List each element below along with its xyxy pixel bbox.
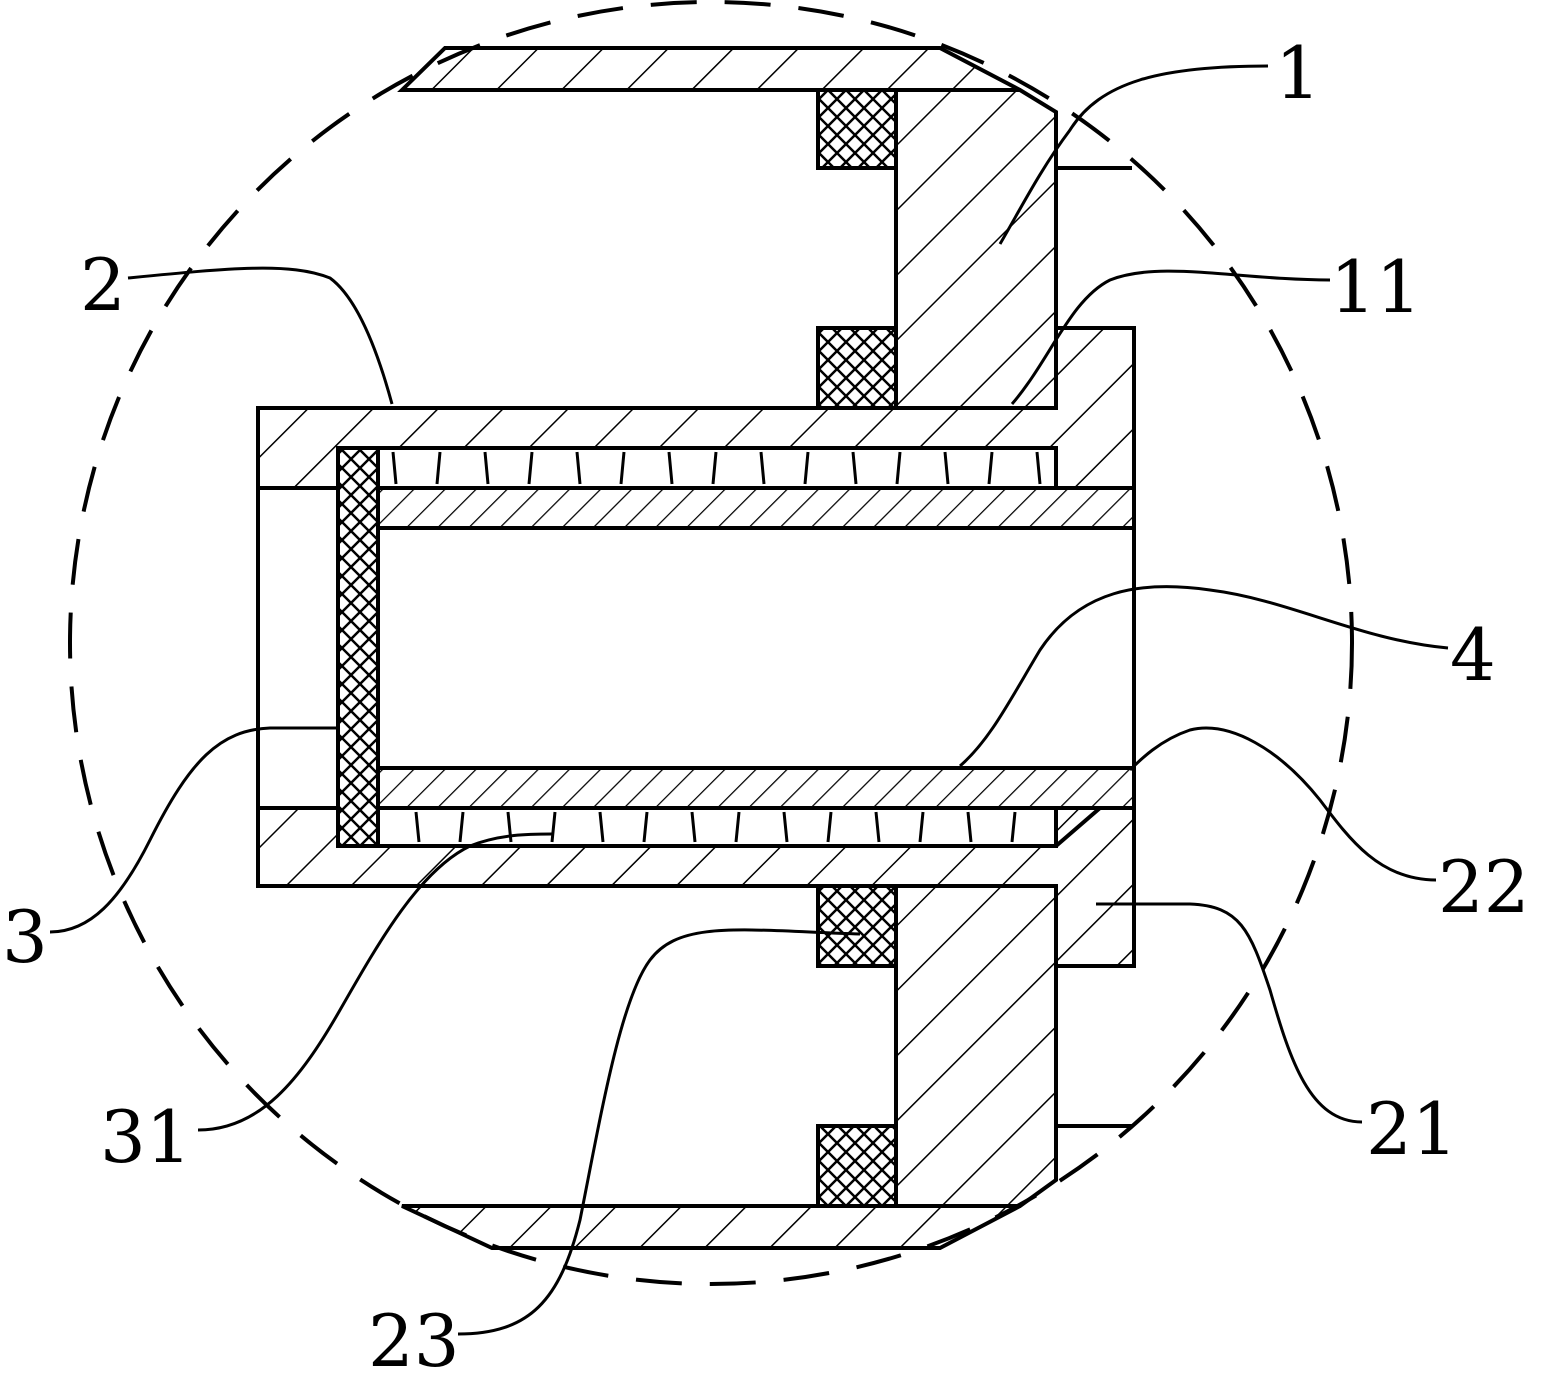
label-23: 23 bbox=[368, 1299, 460, 1374]
seal-block-bottom-2 bbox=[816, 1124, 898, 1208]
housing-edges bbox=[1054, 328, 1136, 966]
leader-lines bbox=[49, 64, 1449, 1336]
end-wall bbox=[336, 446, 380, 848]
label-11: 11 bbox=[1330, 245, 1422, 329]
label-31: 31 bbox=[100, 1095, 192, 1179]
callout-labels: 1 11 2 4 3 22 21 31 23 bbox=[2, 31, 1530, 1374]
detail-circle bbox=[68, 0, 1354, 1286]
label-22: 22 bbox=[1438, 845, 1530, 929]
lower-sleeve bbox=[376, 766, 1136, 810]
upper-roller-row bbox=[376, 446, 1058, 490]
housing bbox=[256, 326, 1136, 968]
bottom-plate bbox=[401, 1204, 1021, 1250]
seal-block-top-1 bbox=[816, 88, 898, 170]
label-2: 2 bbox=[80, 243, 126, 327]
upper-sleeve bbox=[376, 486, 1136, 530]
seal-block-bottom-1 bbox=[816, 884, 898, 968]
seal-block-top-2 bbox=[816, 326, 898, 410]
label-1: 1 bbox=[1275, 31, 1321, 115]
upper-flange bbox=[894, 88, 1132, 410]
label-3: 3 bbox=[2, 895, 48, 979]
top-plate bbox=[397, 46, 1021, 92]
label-4: 4 bbox=[1450, 613, 1496, 697]
label-21: 21 bbox=[1366, 1087, 1458, 1171]
